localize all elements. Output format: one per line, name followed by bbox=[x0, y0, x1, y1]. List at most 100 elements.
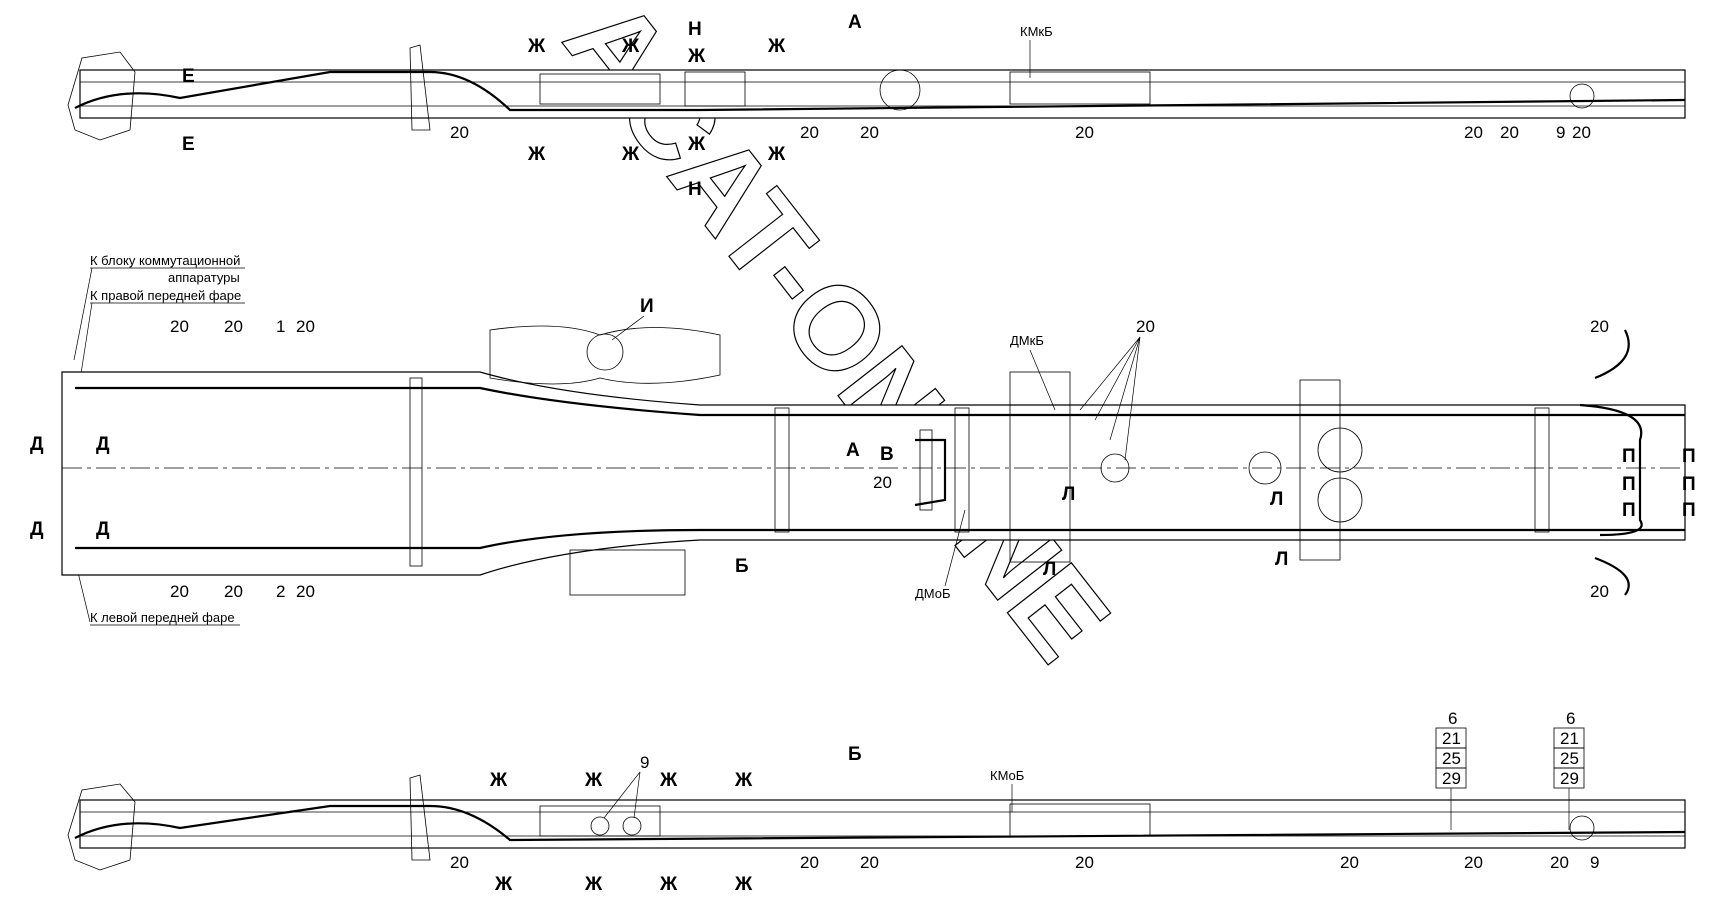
section-zh: Ж bbox=[584, 874, 603, 895]
section-i: И bbox=[640, 296, 654, 317]
note-switch-block: К блоку коммутационной bbox=[90, 253, 240, 268]
view-b-pipeline bbox=[74, 804, 1686, 842]
view-b: Б КМоБ Ж Ж Ж Ж Ж Ж Ж Ж 9 20 20 20 20 20 … bbox=[67, 709, 1686, 895]
pos-2: 2 bbox=[276, 582, 285, 601]
pos-29: 29 bbox=[1442, 769, 1461, 788]
pos-20: 20 bbox=[1550, 853, 1569, 872]
section-zh: Ж bbox=[494, 874, 513, 895]
note-right-headlight: К правой передней фаре bbox=[90, 288, 241, 303]
pos-20: 20 bbox=[860, 123, 879, 142]
section-l-3: Л bbox=[1043, 559, 1056, 580]
pos-20: 20 bbox=[296, 582, 315, 601]
pos-20: 20 bbox=[170, 582, 189, 601]
view-a-end-valve bbox=[1569, 83, 1595, 109]
pos-20: 20 bbox=[224, 582, 243, 601]
pos-20: 20 bbox=[450, 123, 469, 142]
section-zh-5: Ж bbox=[687, 46, 706, 67]
section-zh-3: Ж bbox=[621, 36, 640, 57]
view-a-receiver bbox=[879, 69, 921, 111]
tank-cap bbox=[586, 333, 624, 371]
pos-20: 20 bbox=[1464, 853, 1483, 872]
rear-axle bbox=[1299, 379, 1341, 561]
section-zh-2: Ж bbox=[527, 144, 546, 165]
label-kmkb: КМкБ bbox=[1020, 24, 1053, 39]
view-marker-a: А bbox=[846, 440, 860, 461]
axle-hub bbox=[1100, 453, 1130, 483]
section-zh-1: Ж bbox=[527, 36, 546, 57]
pos-20: 20 bbox=[800, 853, 819, 872]
pos-6: 6 bbox=[1566, 709, 1575, 728]
pos-25: 25 bbox=[1442, 749, 1461, 768]
section-zh: Ж bbox=[734, 770, 753, 791]
section-p-3: П bbox=[1622, 500, 1636, 521]
pos-25: 25 bbox=[1560, 749, 1579, 768]
pos-20: 20 bbox=[800, 123, 819, 142]
section-d-2: Д bbox=[96, 434, 110, 455]
section-n-bottom: Н bbox=[688, 179, 702, 200]
crossmember bbox=[954, 407, 970, 533]
pos-9: 9 bbox=[1556, 123, 1565, 142]
pos-21: 21 bbox=[1560, 729, 1579, 748]
view-b-title: Б bbox=[848, 744, 862, 765]
pos-20: 20 bbox=[1590, 317, 1609, 336]
view-b-frame-rail bbox=[79, 799, 1686, 849]
view-b-valve bbox=[622, 816, 642, 836]
battery-box bbox=[569, 549, 686, 596]
label-dmob: ДМоБ bbox=[915, 586, 951, 601]
pos-20: 20 bbox=[1075, 853, 1094, 872]
view-marker-v: В bbox=[880, 444, 894, 465]
view-a-title: А bbox=[848, 12, 862, 33]
pos-20: 20 bbox=[1572, 123, 1591, 142]
section-e-bottom: Е bbox=[182, 134, 195, 155]
section-l-2: Л bbox=[1270, 489, 1283, 510]
section-d-1: Д bbox=[30, 434, 44, 455]
callout-stack: 6 21 25 29 bbox=[1553, 709, 1585, 830]
section-n-top: Н bbox=[688, 19, 702, 40]
fuel-tank bbox=[489, 325, 721, 385]
label-dmkb: ДМкБ bbox=[1010, 333, 1044, 348]
plan-view: К блоку коммутационной аппаратуры К прав… bbox=[30, 253, 1696, 626]
pos-20: 20 bbox=[1075, 123, 1094, 142]
section-p-6: П bbox=[1682, 500, 1696, 521]
view-b-end-valve bbox=[1569, 815, 1595, 841]
view-a: А КМкБ Е Е Ж Ж Ж Ж Ж Ж Ж Ж Н Н 20 20 20 bbox=[67, 12, 1686, 200]
section-zh-4: Ж bbox=[621, 144, 640, 165]
label-kmob: КМоБ bbox=[990, 768, 1024, 783]
section-l-1: Л bbox=[1062, 484, 1075, 505]
pos-20: 20 bbox=[1136, 317, 1155, 336]
pos-6: 6 bbox=[1448, 709, 1457, 728]
pos-20: 20 bbox=[170, 317, 189, 336]
section-zh: Ж bbox=[584, 770, 603, 791]
section-d-4: Д bbox=[96, 519, 110, 540]
pos-20: 20 bbox=[1590, 582, 1609, 601]
pos-20: 20 bbox=[450, 853, 469, 872]
front-drive-axle bbox=[1009, 371, 1071, 563]
section-zh-6: Ж bbox=[687, 134, 706, 155]
pos-20: 20 bbox=[1340, 853, 1359, 872]
section-p-1: П bbox=[1622, 446, 1636, 467]
view-b-front-bracket bbox=[67, 783, 136, 871]
pos-21: 21 bbox=[1442, 729, 1461, 748]
note-left-headlight: К левой передней фаре bbox=[90, 610, 235, 625]
rear-pipe-right bbox=[1594, 329, 1630, 380]
section-zh-8: Ж bbox=[767, 144, 786, 165]
pos-20: 20 bbox=[1500, 123, 1519, 142]
section-l-4: Л bbox=[1275, 549, 1288, 570]
pos-1: 1 bbox=[276, 317, 285, 336]
pos-29: 29 bbox=[1560, 769, 1579, 788]
view-a-frame-rail bbox=[79, 69, 1686, 119]
section-p-2: П bbox=[1622, 474, 1636, 495]
section-zh: Ж bbox=[489, 770, 508, 791]
section-d-3: Д bbox=[30, 519, 44, 540]
note-switch-block-2: аппаратуры bbox=[168, 270, 240, 285]
section-e-top: Е bbox=[182, 66, 195, 87]
section-p-4: П bbox=[1682, 446, 1696, 467]
valve-block bbox=[919, 429, 933, 511]
frame-outline bbox=[61, 371, 1686, 576]
view-a-front-bracket bbox=[67, 51, 136, 141]
pos-9: 9 bbox=[1590, 853, 1599, 872]
brake-chamber bbox=[1317, 427, 1363, 473]
pos-20: 20 bbox=[873, 473, 892, 492]
